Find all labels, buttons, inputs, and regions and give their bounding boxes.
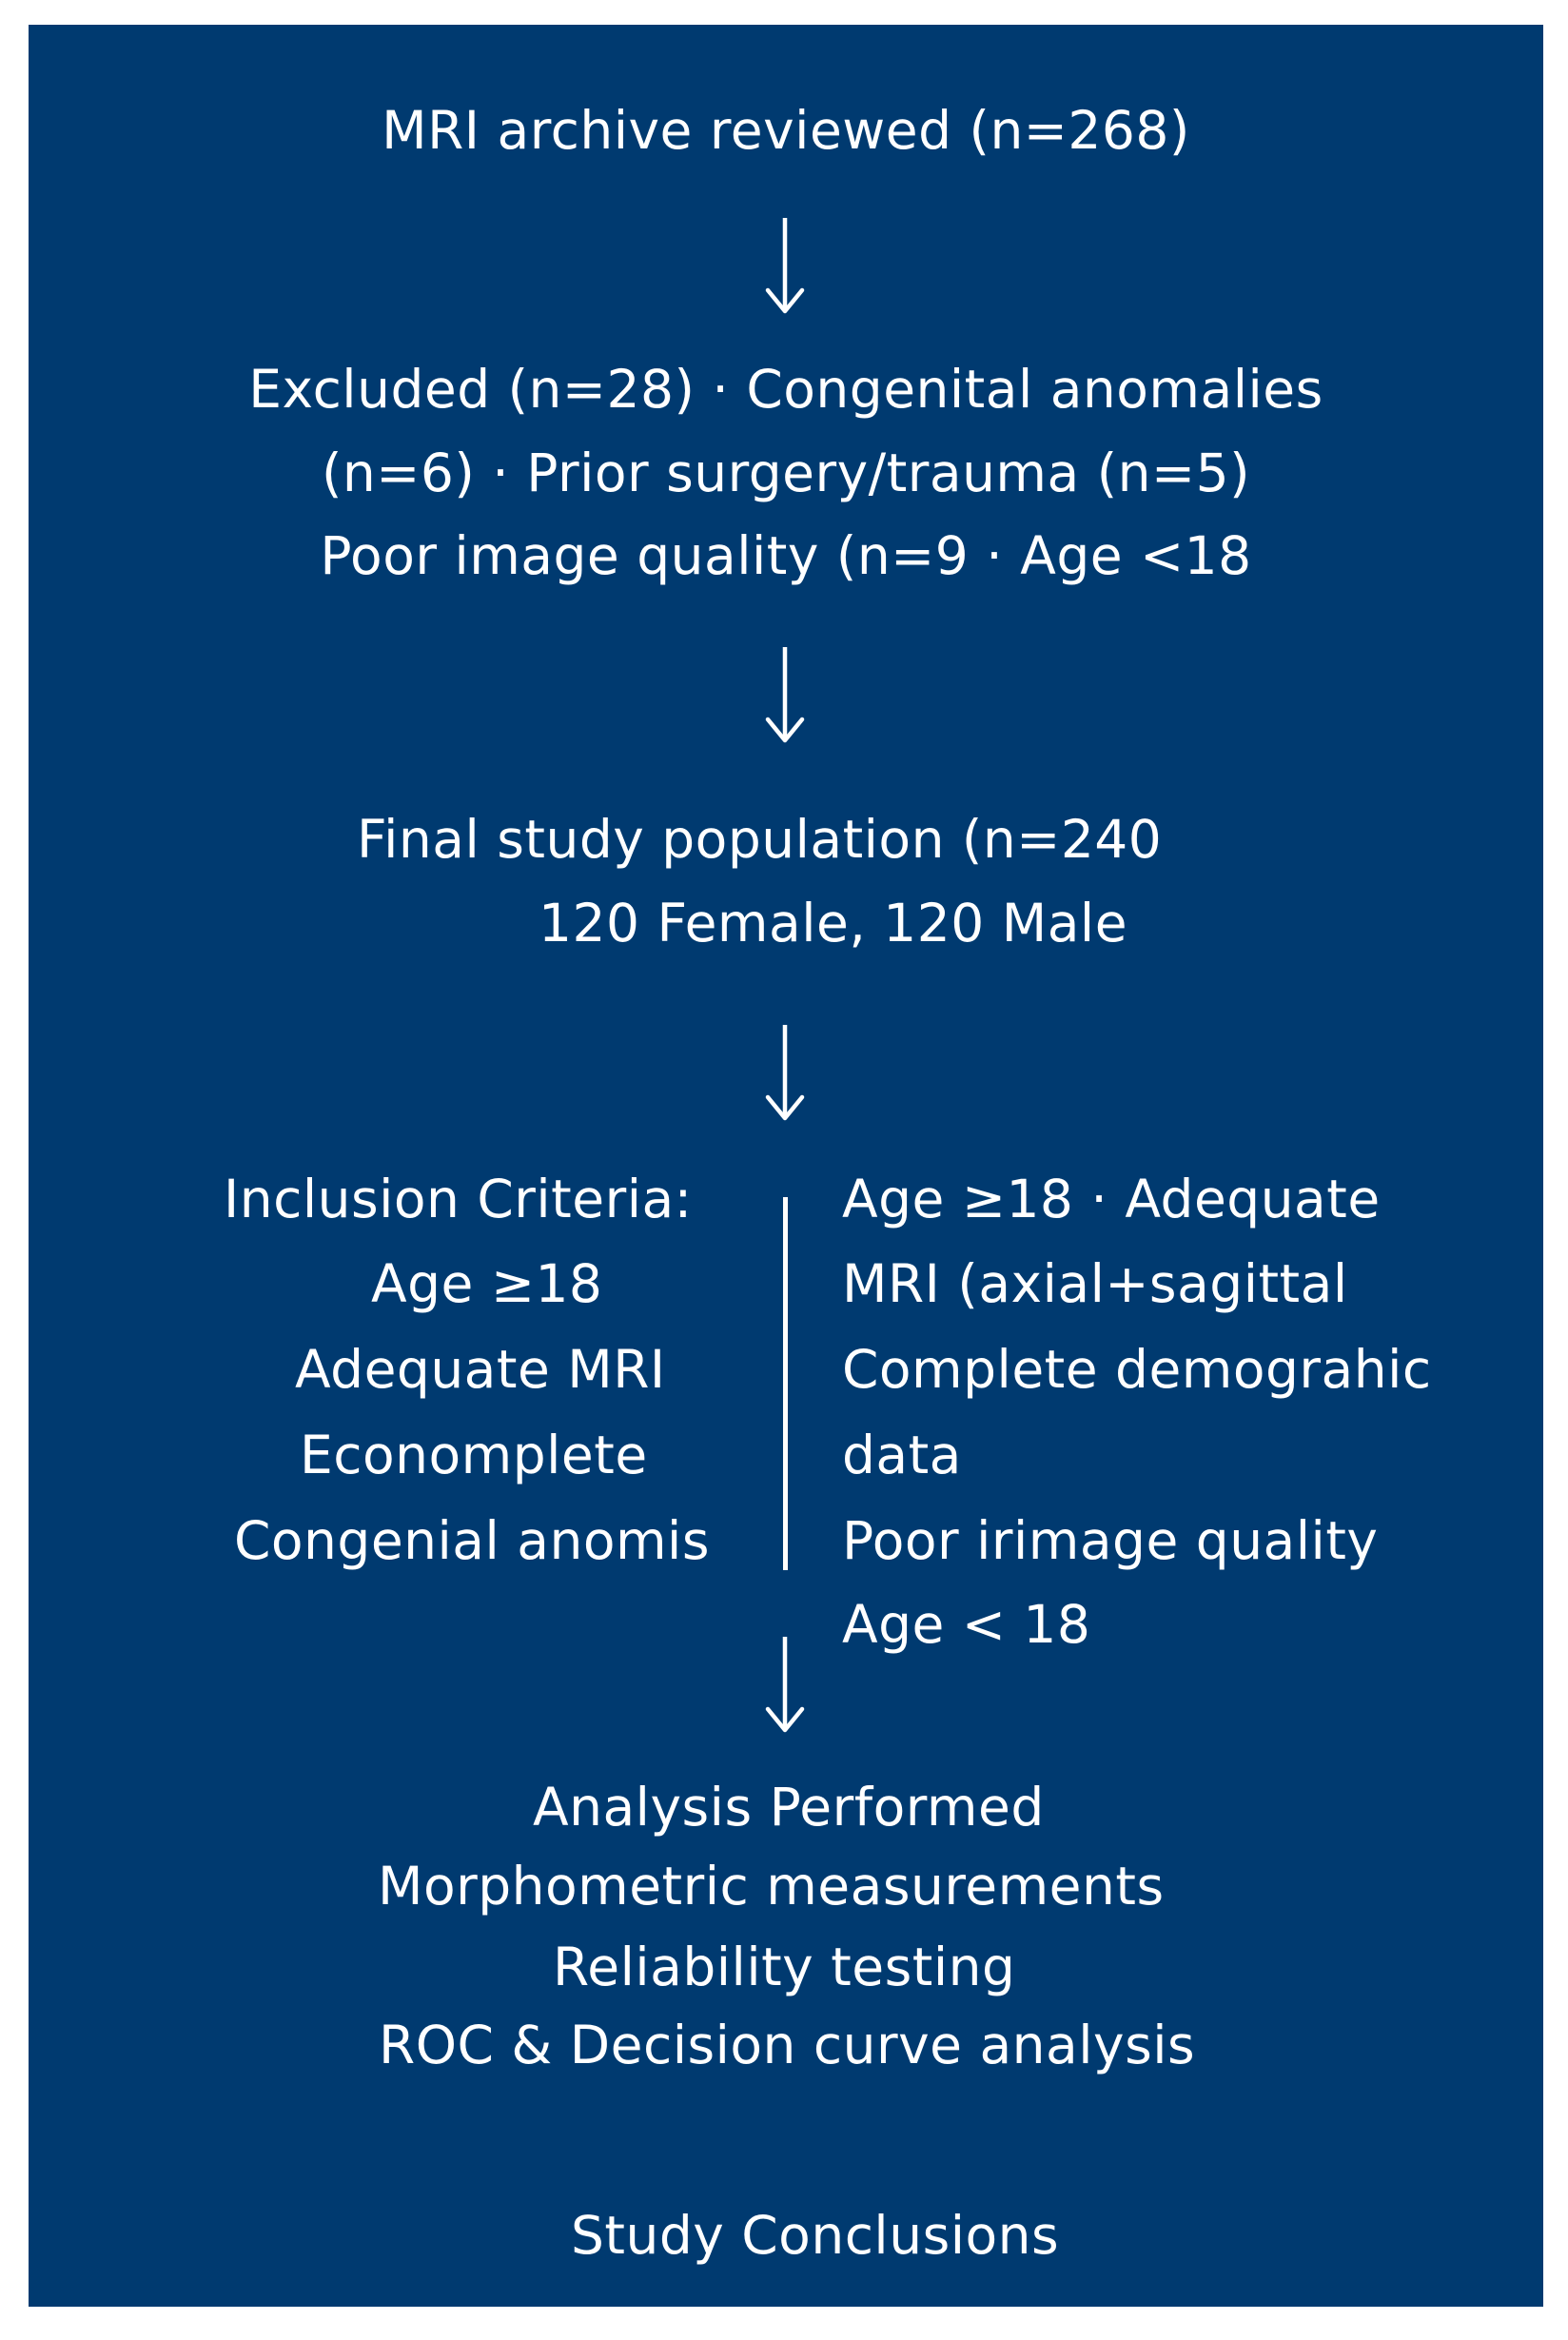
step-archive-reviewed: MRI archive reviewed (n=268) — [382, 100, 1190, 161]
study-conclusions: Study Conclusions — [571, 2205, 1060, 2266]
inclusion-criteria-heading: Inclusion Criteria: — [224, 1169, 693, 1229]
analysis-heading: Analysis Performed — [533, 1777, 1045, 1838]
excluded-line-1: Excluded (n=28) · Congenital anomalies — [248, 359, 1323, 420]
right-criterion-5: Poor irimage quality — [842, 1510, 1379, 1571]
excluded-line-2: (n=6) · Prior surgery/trauma (n=5) — [321, 442, 1251, 503]
right-criterion-3: Complete demograhic — [842, 1339, 1432, 1400]
left-criterion-age: Age ≥18 — [371, 1253, 603, 1314]
final-population-line-1: Final study population (n=240 — [357, 809, 1163, 870]
analysis-morphometric: Morphometric measurements — [378, 1856, 1165, 1917]
arrow-down-icon — [756, 643, 813, 748]
right-criterion-4: data — [842, 1425, 962, 1485]
right-criterion-6: Age < 18 — [842, 1594, 1091, 1655]
left-criterion-complete: Econ­omplete — [300, 1425, 648, 1485]
final-population-line-2: 120 Female, 120 Male — [539, 893, 1128, 954]
right-criterion-1: Age ≥18 · Adequate — [842, 1169, 1381, 1229]
column-divider — [783, 1197, 788, 1570]
arrow-down-icon — [756, 214, 813, 319]
arrow-down-icon — [756, 1633, 813, 1738]
right-criterion-2: MRI (axial+sagittal — [842, 1253, 1348, 1314]
analysis-roc-decision: ROC & Decision curve analysis — [379, 2015, 1196, 2075]
excluded-line-3: Poor image quality (n=9 · Age <18 — [320, 525, 1252, 586]
arrow-down-icon — [756, 1021, 813, 1126]
flowchart-panel — [29, 25, 1543, 2307]
left-criterion-mri: Adequate MRI — [295, 1339, 666, 1400]
analysis-reliability: Reliability testing — [553, 1937, 1016, 1997]
left-criterion-congenital: Congenial anomis — [234, 1510, 710, 1571]
